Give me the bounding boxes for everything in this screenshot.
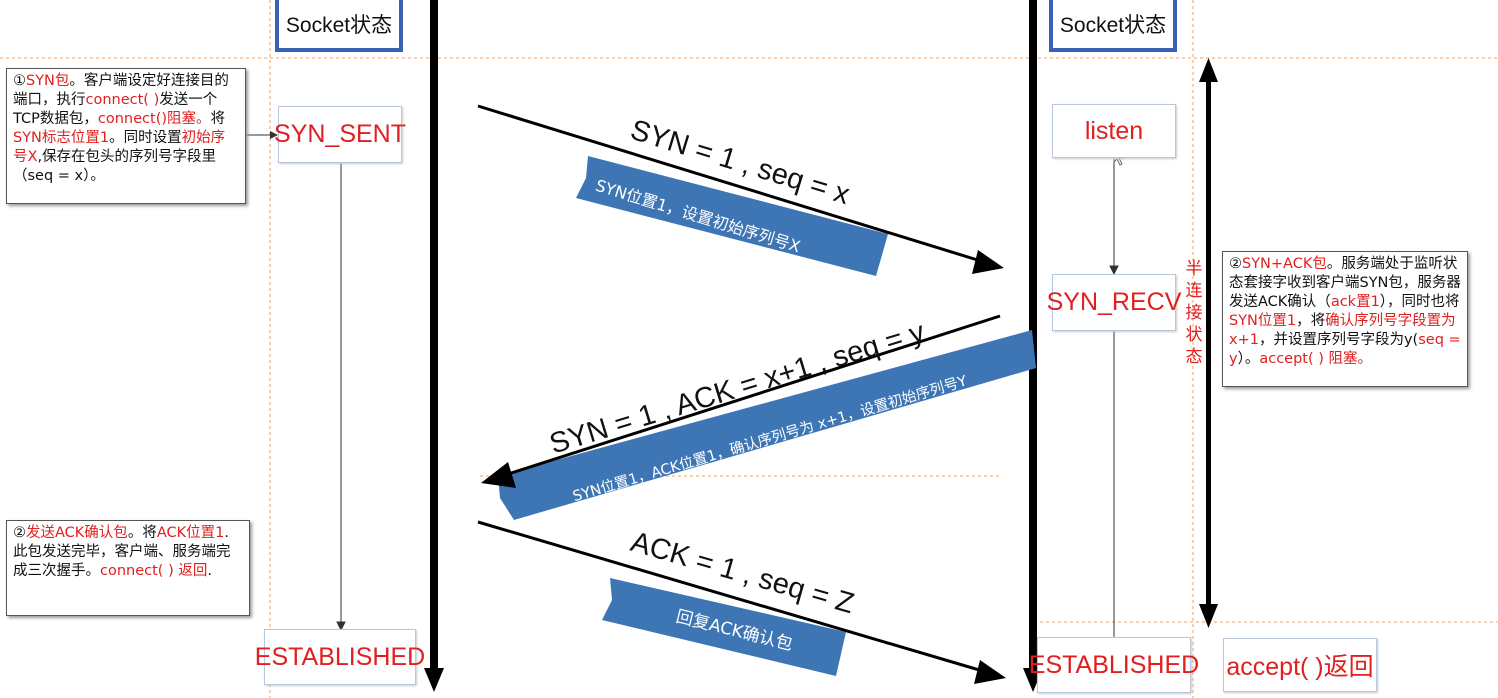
note-client-ack: ②发送ACK确认包。将ACK位置1.此包发送完毕，客户端、服务端完成三次握手。c… <box>6 520 250 616</box>
note-run: ① <box>13 73 26 89</box>
message-arrows <box>477 104 1006 684</box>
note-run: .此包发送完毕，客户端、服务端完成三次握手。 <box>13 525 231 579</box>
half-connection-label: 半 连 接 状 态 <box>1183 258 1205 368</box>
server-header-label: Socket状态 <box>1059 14 1167 37</box>
note-run: 发送一个TCP数据包， <box>13 92 218 127</box>
half-connection-char: 态 <box>1185 347 1203 367</box>
half-connection-char: 半 <box>1185 259 1203 279</box>
ribbon-1 <box>576 156 888 276</box>
note-run: connect( ) 返回 <box>100 563 208 579</box>
state-listen-label: listen <box>1084 116 1144 145</box>
client-header-label: Socket状态 <box>285 14 393 37</box>
ribbon-3 <box>602 578 846 676</box>
half-connection-char: 连 <box>1185 281 1203 301</box>
accept-return-label: accept( )返回 <box>1226 653 1374 681</box>
note-run: 。同时设置 <box>109 130 182 146</box>
note-run: seq = y <box>1229 332 1461 367</box>
note-client-syn: ①SYN包。客户端设定好连接目的端口，执行connect( )发送一个TCP数据… <box>6 68 246 204</box>
state-listen: listen <box>1052 104 1176 158</box>
state-client-established: ESTABLISHED <box>255 629 425 685</box>
accept-return-box: accept( )返回 <box>1223 638 1377 692</box>
state-server-established: ESTABLISHED <box>1029 637 1199 693</box>
note-run: SYN包 <box>26 73 70 89</box>
note-run: 。服务端处于监听状态套接字收到客户端SYN包，服务器发送ACK确认（ <box>1229 256 1461 310</box>
state-syn-recv: SYN_RECV <box>1047 274 1181 331</box>
note-run: 发送ACK确认包 <box>26 525 128 541</box>
note-client-syn-text: ①SYN包。客户端设定好连接目的端口，执行connect( )发送一个TCP数据… <box>13 73 229 184</box>
ribbon-2 <box>498 330 1036 520</box>
note-server-synack-text: ②SYN+ACK包。服务端处于监听状态套接字收到客户端SYN包，服务器发送ACK… <box>1229 256 1461 367</box>
note-run: SYN标志位置1 <box>13 130 110 146</box>
half-connection-char: 接 <box>1185 303 1203 323</box>
note-run: ② <box>13 525 26 541</box>
note-run: ack置1 <box>1330 294 1380 310</box>
note-pointer-arrow <box>246 131 278 139</box>
note-run: SYN+ACK包 <box>1242 256 1327 272</box>
ribbons <box>498 156 1036 676</box>
note-run: ）。 <box>1237 351 1260 367</box>
client-socket-state-header: Socket状态 <box>275 0 403 52</box>
half-connection-char: 状 <box>1185 325 1203 345</box>
state-syn-sent: SYN_SENT <box>274 106 406 163</box>
note-run: . <box>207 563 212 579</box>
note-run: 确认序列号字段置为x+1 <box>1229 313 1456 348</box>
half-connection-arrow <box>1199 58 1218 628</box>
state-syn-sent-label: SYN_SENT <box>274 120 406 148</box>
note-run: ），同时也将 <box>1379 294 1460 310</box>
note-run: 。客户端设定好连接目的端口，执行 <box>13 73 229 108</box>
note-run: 将 <box>210 111 226 127</box>
note-server-synack: ②SYN+ACK包。服务端处于监听状态套接字收到客户端SYN包，服务器发送ACK… <box>1222 251 1468 387</box>
note-run: 初始序号X <box>13 130 226 165</box>
state-client-established-label: ESTABLISHED <box>254 642 426 671</box>
state-syn-recv-label: SYN_RECV <box>1046 288 1182 316</box>
note-run: 。将 <box>127 525 157 541</box>
note-run: ，并设置序列号字段为y( <box>1258 332 1419 348</box>
note-run: connect( ) <box>85 92 160 108</box>
note-run: SYN位置1 <box>1229 313 1297 329</box>
server-socket-state-header: Socket状态 <box>1049 0 1177 52</box>
state-server-established-label: ESTABLISHED <box>1028 650 1200 679</box>
note-run: ACK位置1 <box>156 525 225 541</box>
note-run: connect()阻塞。 <box>97 111 211 127</box>
note-client-ack-text: ②发送ACK确认包。将ACK位置1.此包发送完毕，客户端、服务端完成三次握手。c… <box>13 525 231 579</box>
note-run: accept( ) 阻塞。 <box>1259 351 1373 367</box>
note-run: ,保存在包头的序列号字段里（seq = x）。 <box>13 149 217 184</box>
note-run: ② <box>1229 256 1242 272</box>
note-run: ，将 <box>1296 313 1326 329</box>
